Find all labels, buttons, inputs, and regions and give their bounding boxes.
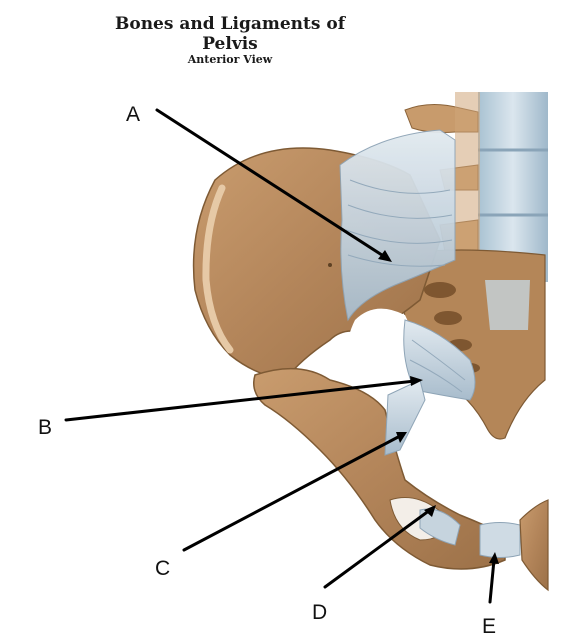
leader-lines <box>64 108 496 604</box>
sacral-ligament-band <box>485 280 530 330</box>
ligament-fibers-middle <box>409 339 466 393</box>
anterior-sacroiliac-ligament <box>339 129 456 322</box>
diagram-title: Bones and Ligaments of Pelvis <box>114 14 346 54</box>
ligament-fibers-upper <box>345 179 453 267</box>
diagram-subtitle: Anterior View <box>187 53 273 66</box>
greater-sciatic-foramen <box>346 308 414 405</box>
label-b: B <box>38 416 53 439</box>
leader-line-e <box>488 558 496 604</box>
leader-line-c <box>182 434 402 552</box>
intervertebral-discs <box>478 148 548 217</box>
leader-line-d <box>323 508 432 589</box>
arrowhead-c <box>396 432 407 443</box>
label-a: A <box>126 103 141 126</box>
nutrient-foramen <box>328 263 332 267</box>
iliac-crest <box>202 184 234 354</box>
leader-arrowheads <box>378 250 499 564</box>
opposite-pubic-bone <box>519 499 549 592</box>
arrowhead-a <box>378 250 392 262</box>
label-c: C <box>155 557 171 580</box>
arrowhead-b <box>410 376 423 386</box>
leader-line-a <box>155 108 387 259</box>
arrowhead-e <box>489 552 499 564</box>
label-d: D <box>312 601 328 624</box>
diagram-title-block: Bones and Ligaments of Pelvis Anterior V… <box>100 14 360 66</box>
label-e: E <box>482 615 497 638</box>
leader-line-b <box>64 379 417 422</box>
pubic-symphysis <box>479 522 521 558</box>
arrowhead-d <box>424 505 436 517</box>
